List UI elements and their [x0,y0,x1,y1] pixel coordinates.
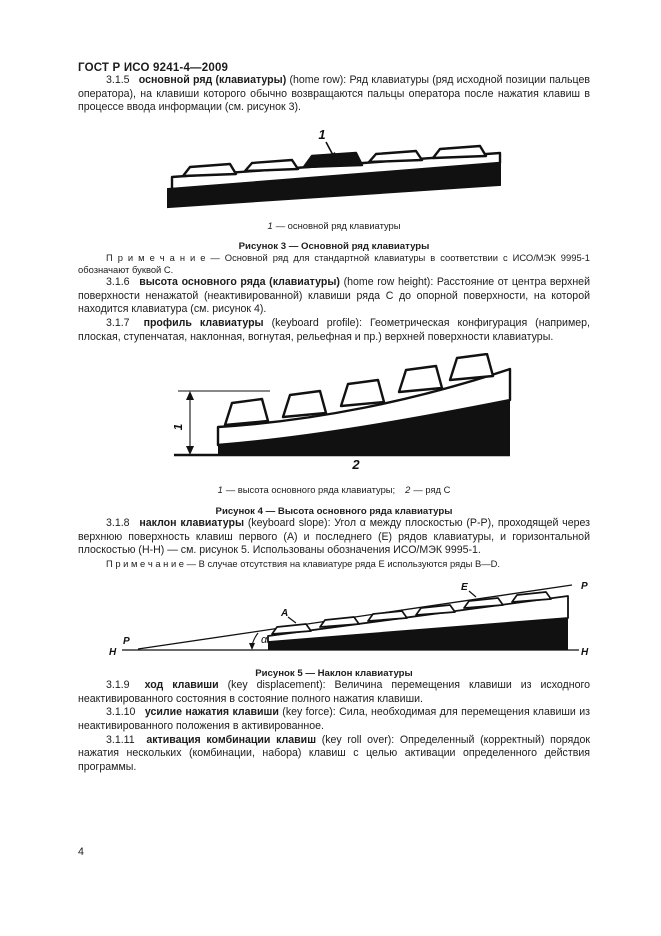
dimension-arrow-down [186,446,194,456]
figure5-row-a-label: A [280,608,288,619]
key [367,610,408,622]
paragraph-3-1-10: 3.1.10 усилие нажатия клавиши (key force… [78,706,590,733]
figure5-caption: Рисунок 5 — Наклон клавиатуры [255,668,413,680]
key-row-a [271,623,312,635]
keyboard-base [268,618,568,651]
clause-number: 3.1.9 [106,679,130,692]
legend-text: — ряд С [413,484,451,496]
paragraph-3-1-7: 3.1.7 профиль клавиатуры (keyboard profi… [78,317,590,344]
figure4-caption: Рисунок 4 — Высота основного ряда клавиа… [215,506,453,518]
term: основной ряд (клавиатуры) [138,74,287,86]
page-number: 4 [78,846,84,858]
term: ход клавиши [144,679,219,692]
figure5-p-left-label: P [123,636,130,647]
key [281,389,328,419]
clause-number: 3.1.5 [106,74,130,86]
key-row-e [463,597,504,609]
definition-text: (home row): Ряд клавиатуры (ряд исходной… [78,74,590,114]
key [397,364,444,394]
figure-3: 1 [162,127,590,213]
term: профиль клавиатуры [143,316,264,329]
clause-number: 3.1.6 [106,276,130,289]
clause-number: 3.1.8 [106,517,130,530]
definition-text: (keyboard slope): Угол α между плоскость… [78,517,591,557]
angle-arrowhead [249,643,255,651]
clause-number: 3.1.10 [106,706,136,719]
term: наклон клавиатуры [139,517,245,530]
legend-text: — основной ряд клавиатуры [275,219,401,231]
key [367,149,424,163]
definition-text: (key force): Сила, необходимая для перем… [78,706,590,732]
figure4-height-label: 1 [174,424,185,431]
note-2: П р и м е ч а н и е — В случае отсутстви… [106,557,500,569]
row-e-pointer [468,590,477,598]
definition-text: (key displacement): Величина перемещения… [78,679,590,705]
keyboard-home-row-drawing: 1 [167,127,502,208]
figure4-row-c-label: 2 [351,457,360,471]
key [448,353,495,382]
document-title: ГОСТ Р ИСО 9241-4—2009 [78,62,229,74]
paragraph-3-1-11: 3.1.11 активация комбинации клавиш (key … [78,734,590,775]
figure5-alpha-label: α [261,634,268,646]
key [319,616,360,628]
paragraph-3-1-5: 3.1.5 основной ряд (клавиатуры) (home ro… [78,74,590,115]
legend-text: — высота основного ряда клавиатуры; [225,484,396,496]
figure5-h-left-label: H [109,647,117,658]
figure3-pointer-label: 1 [318,127,325,142]
page-content: ГОСТ Р ИСО 9241-4—2009 3.1.5 основной ря… [78,62,590,774]
legend-number: 1 [267,219,273,231]
home-row-height-drawing: 1 2 [174,353,512,471]
key-row-c [223,397,270,427]
note-1: П р и м е ч а н и е — Основной ряд для с… [78,251,590,275]
paragraph-3-1-6: 3.1.6 высота основного ряда (клавиатуры)… [78,276,590,317]
dimension-arrow-up [186,391,194,401]
keyboard-top-band [267,595,569,644]
key [431,144,488,159]
figure3-legend: 1— основной ряд клавиатуры [78,220,590,231]
keyboard-slope-drawing: α P H A E P H [109,581,589,658]
figure5-row-e-label: E [461,582,468,593]
figure5-p-right-label: P [581,581,588,592]
term: высота основного ряда (клавиатуры) [139,276,340,289]
row-a-pointer [287,616,297,624]
key [181,162,238,177]
legend-number: 2 [405,484,411,496]
paragraph-3-1-9: 3.1.9 ход клавиши (key displacement): Ве… [78,679,590,706]
figure3-caption: Рисунок 3 — Основной ряд клавиатуры [238,240,430,252]
figure-5: α P H A E P H [82,577,590,661]
definition-text: (home row height): Расстояние от центра … [78,276,590,316]
figure4-legend: 1— высота основного ряда клавиатуры; 2— р… [78,484,590,495]
definition-text: (key roll over): Определенный (корректны… [78,733,591,773]
home-row-key [302,151,364,168]
paragraph-3-1-8: 3.1.8 наклон клавиатуры (keyboard slope)… [78,517,590,558]
term: активация комбинации клавиш [146,733,317,746]
term: усилие нажатия клавиши [144,706,279,719]
clause-number: 3.1.11 [106,733,135,746]
legend-number: 1 [217,484,223,496]
key [415,604,456,616]
key [339,378,386,408]
key [243,158,300,172]
pointer-arrowhead [330,151,337,163]
figure-4: 1 2 [174,353,590,471]
definition-text: (keyboard profile): Геометрическая конфи… [78,316,590,343]
key [511,591,552,603]
keyboard-top-band [216,367,512,447]
clause-number: 3.1.7 [106,316,130,329]
figure5-h-right-label: H [581,647,589,658]
